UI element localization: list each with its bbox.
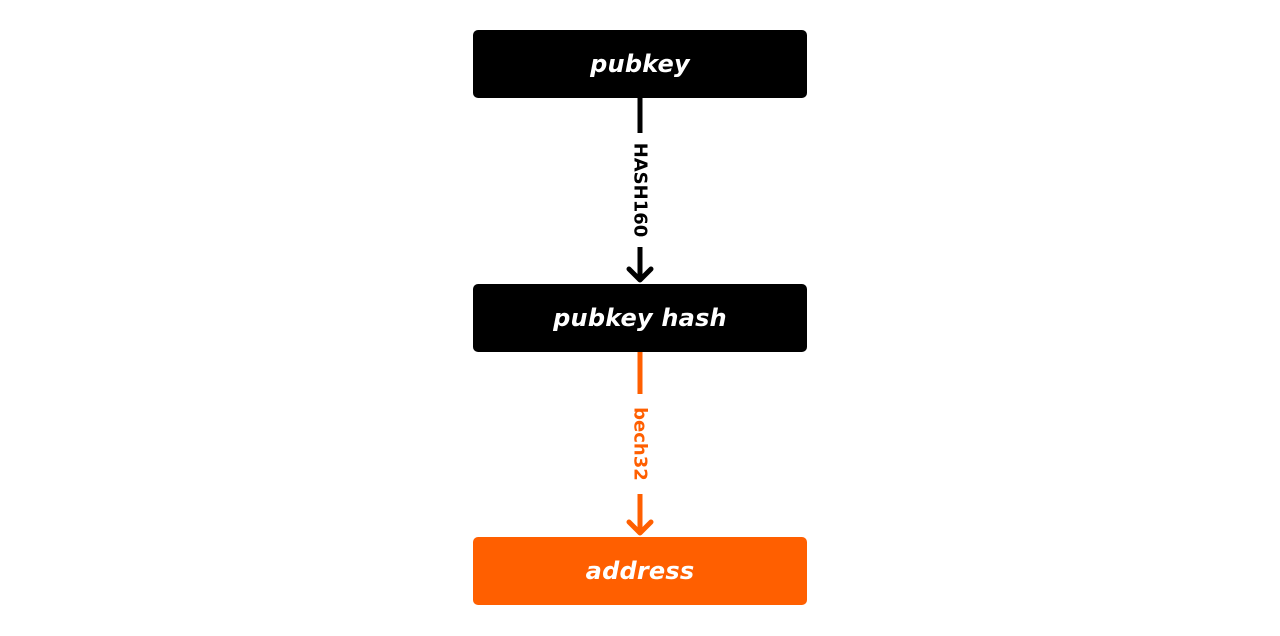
pubkey-node-label: pubkey	[590, 50, 690, 78]
pubkey-node: pubkey	[473, 30, 807, 98]
address-node: address	[473, 537, 807, 605]
pubkey-hash-node-label: pubkey hash	[553, 304, 727, 332]
bech32-edge-label: bech32	[630, 407, 651, 481]
hash160-edge-label: HASH160	[630, 143, 651, 238]
hash160-edge: HASH160	[626, 98, 654, 283]
hash160-arrowhead-icon	[626, 266, 654, 283]
bech32-arrowhead-icon	[626, 519, 654, 536]
bech32-edge: bech32	[626, 352, 654, 536]
address-node-label: address	[585, 557, 695, 585]
pubkey-hash-node: pubkey hash	[473, 284, 807, 352]
